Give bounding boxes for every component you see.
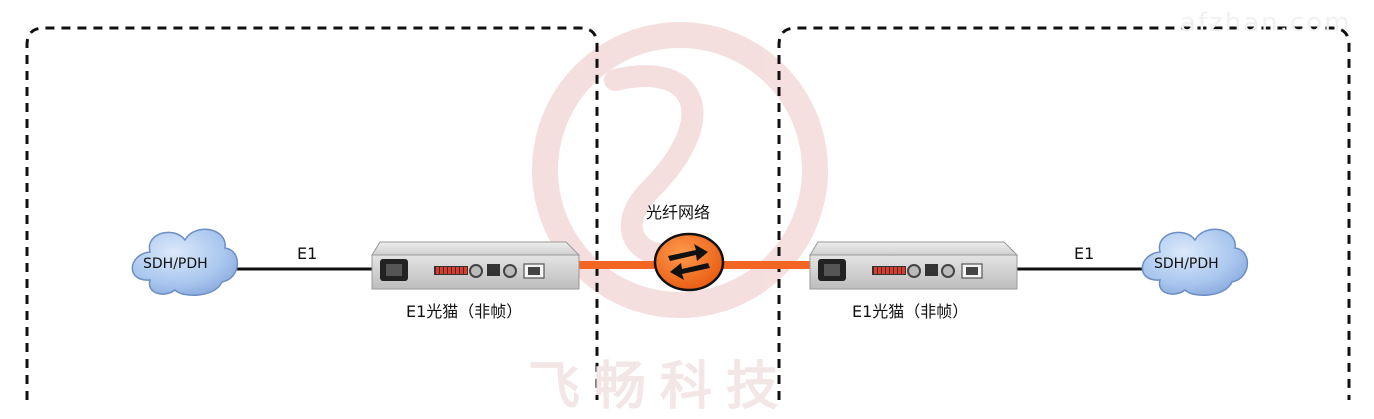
left-e1-modem bbox=[371, 241, 581, 290]
right-cloud-label: SDH/PDH bbox=[1154, 256, 1219, 272]
left-device-label: E1光猫（非帧） bbox=[406, 302, 523, 321]
watermark-brand: 飞畅科技 bbox=[528, 357, 793, 417]
left-cloud-label: SDH/PDH bbox=[143, 256, 208, 272]
left-domain-box bbox=[25, 26, 599, 400]
fiber-network-hub-icon bbox=[653, 232, 725, 292]
right-e1-modem bbox=[809, 241, 1019, 290]
logo-watermark bbox=[532, 22, 828, 318]
network-diagram: afzhan.com 飞畅科技 光纤网络 SDH/PDH E1 E1光猫（非帧）… bbox=[25, 8, 1352, 417]
diagram-canvas bbox=[25, 22, 1351, 400]
right-domain-box bbox=[777, 26, 1351, 400]
right-cloud bbox=[1141, 228, 1249, 296]
watermark-site: afzhan.com bbox=[1180, 8, 1352, 38]
left-link-label: E1 bbox=[297, 244, 318, 263]
right-device-label: E1光猫（非帧） bbox=[852, 302, 969, 321]
right-link-label: E1 bbox=[1074, 244, 1095, 263]
network-label: 光纤网络 bbox=[646, 203, 711, 222]
left-cloud bbox=[131, 228, 239, 296]
